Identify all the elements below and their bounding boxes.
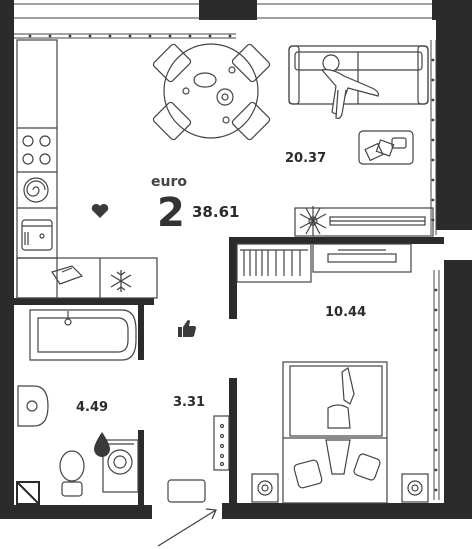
rooms-count: 2 [157, 190, 185, 236]
coffee-table [358, 130, 414, 165]
washing-machine [102, 439, 139, 493]
person-reading [320, 54, 379, 120]
wardrobe [236, 243, 312, 283]
bed [282, 361, 388, 504]
doormat [167, 479, 206, 503]
thumbs-up-icon [178, 320, 196, 337]
washbasin [17, 385, 49, 427]
sink-icon [21, 219, 53, 251]
shoe-rack [213, 415, 230, 471]
nightstand-right [401, 473, 429, 503]
washing-spiral-icon [23, 177, 49, 203]
toilet [59, 450, 85, 497]
walls [0, 0, 472, 519]
snowflake-icon [110, 270, 132, 292]
plan-type-label: euro [151, 174, 187, 190]
stove-icon [22, 135, 51, 165]
windows [14, 3, 440, 500]
hallway-area: 3.31 [173, 395, 206, 410]
dining-table [152, 43, 271, 141]
total-area: 38.61 [192, 203, 240, 221]
entrance-arrow [157, 508, 217, 547]
living-room-area: 20.37 [285, 151, 327, 166]
sofa [288, 45, 429, 105]
bathroom-area: 4.49 [76, 400, 109, 415]
water-drop-icon [94, 432, 110, 457]
kitchen-counter [16, 39, 158, 299]
tv-unit [294, 207, 434, 237]
bedroom-area: 10.44 [325, 305, 367, 320]
tv-stand-bedroom [312, 243, 412, 273]
window-ticks [28, 34, 438, 492]
heart-icon [91, 203, 109, 218]
plant-icon [299, 206, 327, 236]
door-swing-corner [16, 481, 40, 505]
bathtub [29, 309, 137, 361]
nightstand-left [251, 473, 279, 503]
person-yoga [325, 367, 355, 475]
cutting-board-icon [51, 265, 84, 285]
